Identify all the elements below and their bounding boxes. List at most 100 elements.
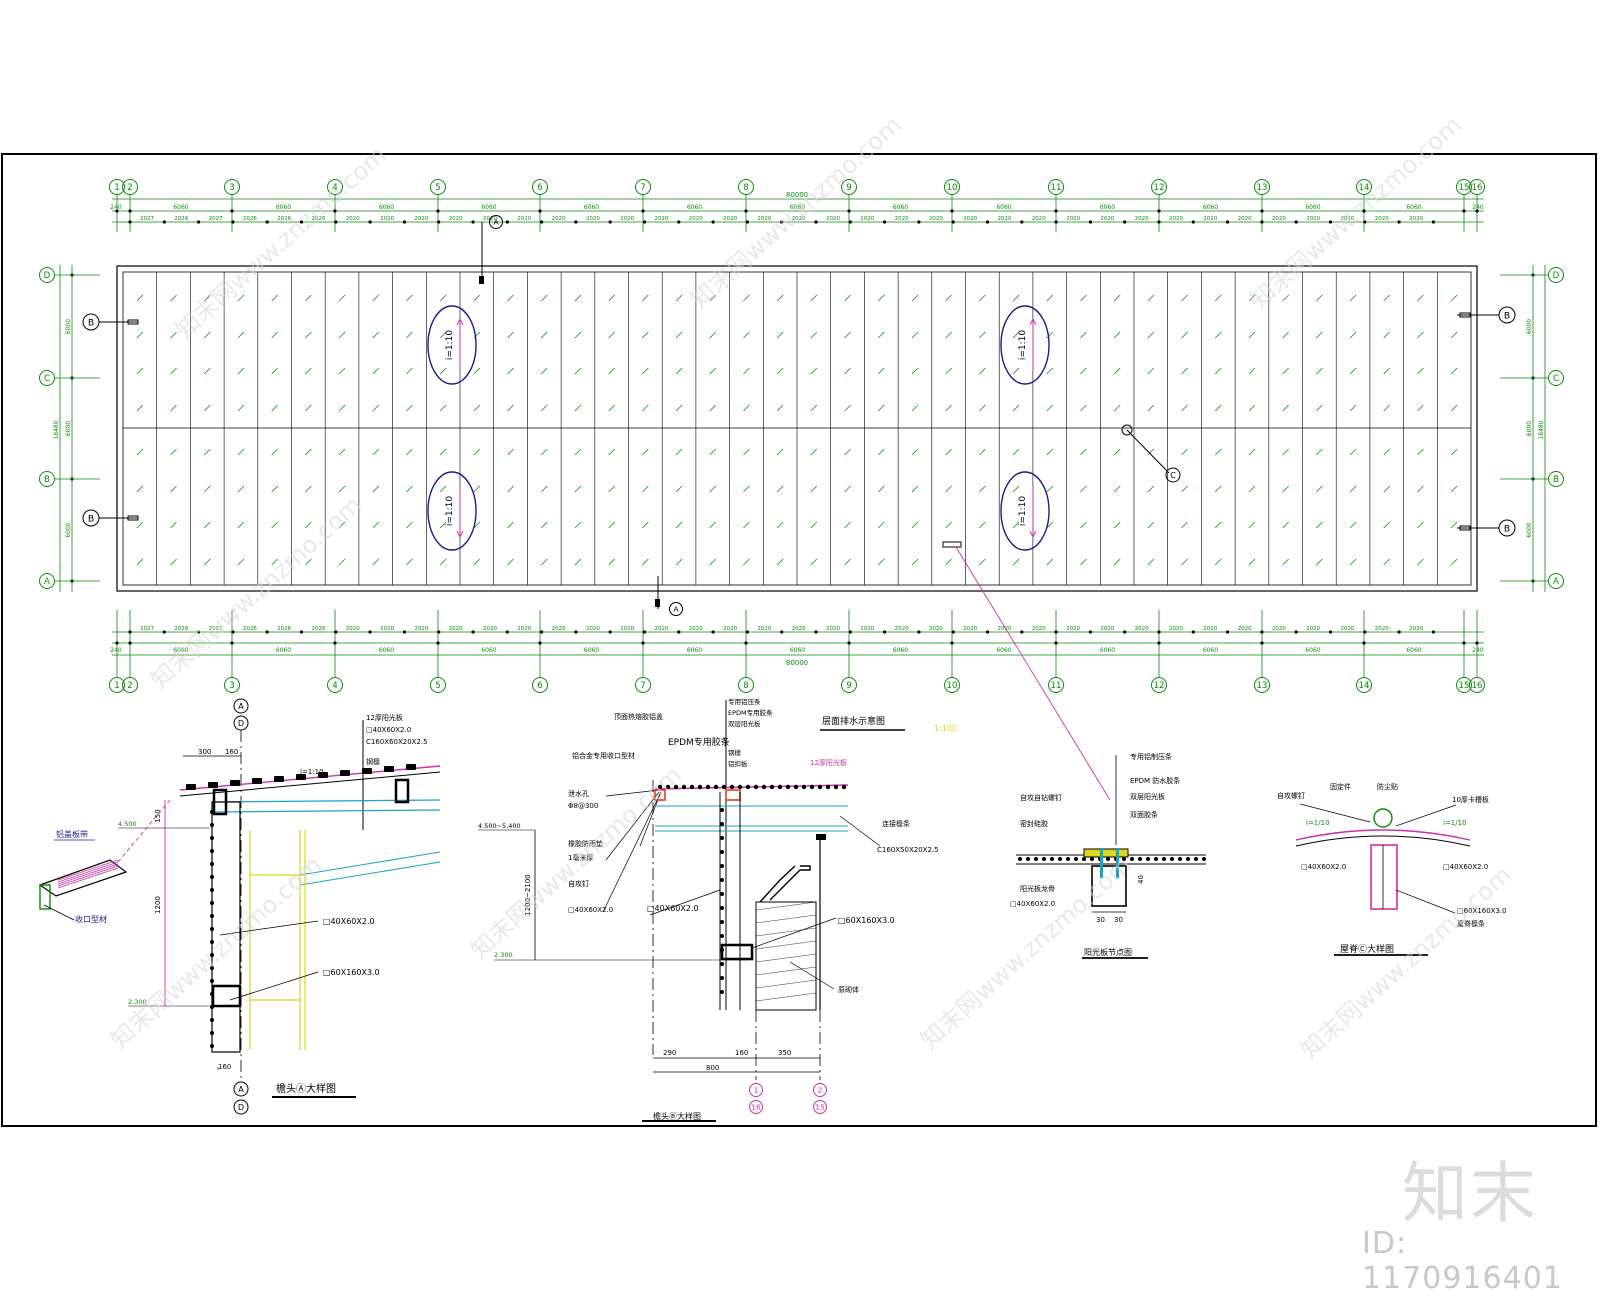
detC-sheet-2: [1295, 835, 1471, 847]
detA-tube: [211, 984, 242, 1008]
dim-side-left: 6000: [65, 522, 72, 537]
dim-tick-dot: [1260, 630, 1264, 634]
panel-hatch: [305, 331, 312, 339]
panel-hatch: [507, 485, 514, 493]
panel-hatch: [372, 521, 380, 529]
dim-sub-bottom: 2020: [586, 626, 600, 632]
detC-label: 屋脊檩条: [1457, 919, 1485, 928]
dim-sub-bottom: 2020: [346, 626, 360, 632]
slope-ellipse: [1000, 305, 1050, 385]
dim-tick-dot: [128, 641, 132, 645]
detail-marker-a2-circle: [669, 602, 683, 616]
panel-hatch: [1349, 521, 1357, 529]
detA-tube2: □60X160X3.0: [323, 968, 380, 977]
dim-sub-top: 2020: [689, 216, 703, 222]
detB-sheet-bead: [793, 784, 799, 790]
detA-clip: [274, 776, 284, 782]
dim-sub-bottom: 2020: [895, 626, 909, 632]
panel-hatch: [1349, 404, 1357, 412]
joint-bead: [1050, 857, 1054, 861]
panel-hatch: [1113, 485, 1121, 493]
grid-bubble-bottom-14-circle: [1356, 677, 1372, 693]
slope-arrow-head: [1032, 530, 1037, 538]
detB-note-left: 自攻钉: [568, 879, 589, 888]
grid-bubble-right-2-label: B: [1553, 475, 1559, 485]
panel-hatch: [1383, 521, 1391, 529]
detB-bolt: [720, 878, 724, 882]
dim-tick-dot: [814, 220, 818, 224]
panel-hatch: [911, 367, 919, 375]
dim-tick-dot: [1328, 220, 1333, 224]
panel-hatch: [945, 404, 952, 412]
detail-marker-b-tag: [1459, 525, 1471, 531]
dim-sub-top: 2020: [1203, 216, 1217, 222]
dim-sub-top: 2026: [243, 216, 257, 222]
panel-hatch: [136, 521, 144, 529]
watermark-diagonal: 知末网www.znzmo.com: [685, 111, 907, 315]
dim-tick-dot: [334, 220, 338, 224]
panel-hatch: [776, 448, 784, 456]
panel-hatch: [877, 448, 885, 456]
panel-hatch: [237, 331, 245, 339]
detA-clip: [384, 766, 394, 772]
detB-elev-top: 4.500~5.400: [478, 822, 521, 830]
panel-hatch: [979, 404, 986, 412]
detB-grid-16-circle: [749, 1100, 763, 1114]
detC-label: i=1/10: [1306, 819, 1330, 827]
dim-tick-dot: [1157, 630, 1161, 634]
panel-hatch: [810, 448, 818, 456]
detB-grid-16-label: 16: [751, 1103, 761, 1112]
panel-hatch: [1417, 485, 1424, 493]
dim-tick-dot: [1362, 209, 1366, 213]
detB-grid-1-label: 1: [754, 1086, 759, 1095]
panel-hatch: [1282, 367, 1289, 375]
panel-hatch: [810, 485, 818, 493]
dim-tick-dot: [848, 630, 852, 634]
panel-hatch: [1046, 448, 1054, 456]
panel-hatch: [1417, 331, 1424, 339]
detA-elev-top: 4.500: [118, 820, 137, 828]
grid-bubble-top-5-circle: [430, 179, 446, 195]
dim-sub-bottom: 2020: [1100, 626, 1114, 632]
dim-tick-dot: [128, 220, 132, 224]
dim-sub-bottom: 2020: [483, 626, 497, 632]
panel-hatch: [1450, 294, 1458, 302]
dim-tick-dot: [505, 220, 509, 224]
dim-tick-dot: [1475, 641, 1479, 645]
dim-tick-dot: [1462, 209, 1466, 213]
joint-bead: [1130, 857, 1134, 861]
panel-hatch: [945, 367, 952, 375]
panel-hatch: [675, 367, 683, 375]
detB-sheet-bead: [777, 784, 783, 790]
dim-tick-dot: [1260, 209, 1264, 213]
panel-hatch: [1113, 558, 1121, 566]
dim-sub-top: 2020: [1100, 216, 1114, 222]
panel-hatch: [136, 558, 144, 566]
panel-hatch: [170, 521, 177, 529]
detB-edge-profile: [654, 789, 666, 801]
dim-sub-top: 2026: [174, 216, 188, 222]
joint-bead: [1122, 857, 1126, 861]
detB-wall-hatch: [755, 927, 817, 937]
detB-sheet: 12厚阳光板: [810, 758, 847, 767]
dim-sub-top: 2020: [1032, 216, 1046, 222]
panel-hatch: [743, 331, 750, 339]
panel-hatch: [540, 558, 548, 566]
panel-hatch: [338, 294, 346, 302]
grid-bubble-top-15-circle: [1456, 179, 1472, 195]
joint-label: 双层阳光板: [1130, 792, 1165, 801]
grid-bubble-left-3-label: A: [44, 577, 50, 587]
joint-leader: [955, 546, 1111, 801]
dim-sub-top: 2020: [998, 216, 1012, 222]
dim-tick-dot: [677, 630, 681, 634]
panel-hatch: [136, 294, 144, 302]
panel-hatch: [1316, 521, 1323, 529]
dim-sub-top: 2026: [277, 216, 291, 222]
grid-bubble-bottom-11-label: 11: [1051, 681, 1062, 691]
dim-tick-dot: [711, 220, 715, 224]
panel-hatch: [203, 448, 211, 456]
panel-hatch: [911, 448, 919, 456]
panel-hatch: [1316, 485, 1323, 493]
dim-sub-top: 2020: [1238, 216, 1252, 222]
dim-tick-dot: [437, 220, 441, 224]
